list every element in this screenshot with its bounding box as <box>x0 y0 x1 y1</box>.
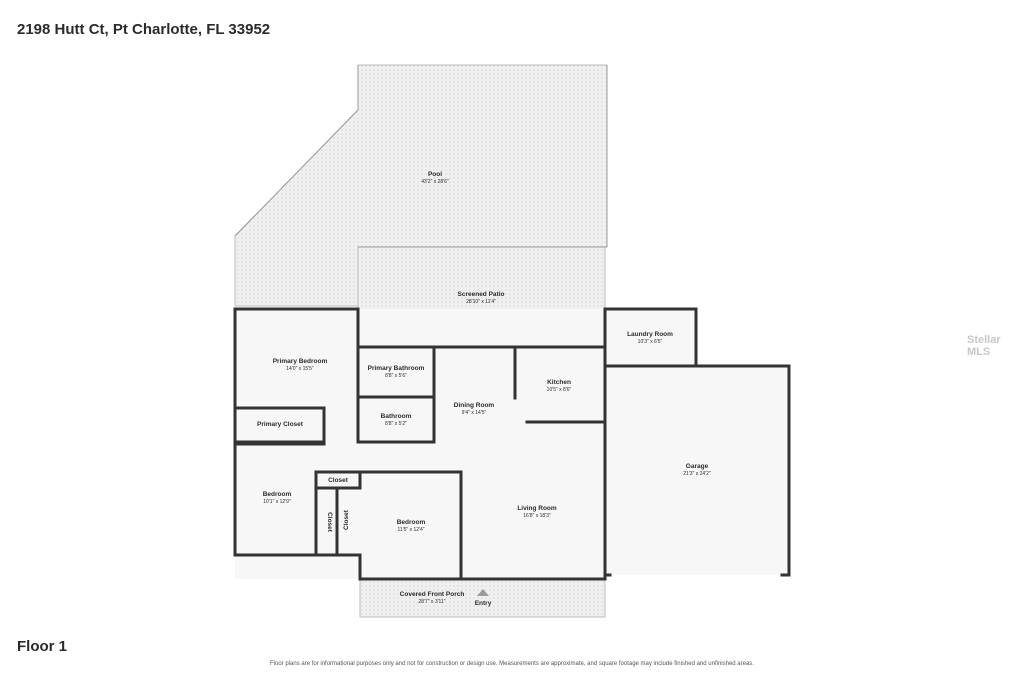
screened-patio-label: Screened Patio <box>458 291 505 298</box>
bedroom-2-dims: 11'5" x 12'4" <box>397 527 424 533</box>
primary-bedroom-label: Primary Bedroom <box>273 358 328 365</box>
walls <box>233 307 791 581</box>
primary-bathroom-label: Primary Bathroom <box>368 365 425 372</box>
dining-room-label: Dining Room <box>454 402 495 409</box>
closet-label-vertical-1: Closet <box>326 512 333 533</box>
laundry-room-dims: 10'3" x 6'5" <box>638 339 663 345</box>
bathroom-label: Bathroom <box>381 413 412 420</box>
bathroom-dims: 8'8" x 5'2" <box>385 421 407 427</box>
primary-closet-label: Primary Closet <box>257 421 304 428</box>
disclaimer: Floor plans are for informational purpos… <box>270 661 754 667</box>
porch-area <box>359 578 606 618</box>
kitchen-dims: 10'5" x 8'6" <box>547 387 572 393</box>
covered-front-porch-dims: 28'7" x 3'11" <box>418 599 445 605</box>
living-room-label: Living Room <box>517 505 557 512</box>
bedroom-1-dims: 10'1" x 12'9" <box>263 499 291 505</box>
covered-front-porch-label: Covered Front Porch <box>400 591 465 598</box>
screened-patio-dims: 28'10" x 11'4" <box>466 299 496 305</box>
garage-dims: 21'3" x 24'2" <box>683 471 711 477</box>
entry-label: Entry <box>475 600 492 607</box>
bedroom-1-label: Bedroom <box>263 491 292 498</box>
property-address: 2198 Hutt Ct, Pt Charlotte, FL 33952 <box>17 21 271 38</box>
bedroom-2-label: Bedroom <box>397 519 426 526</box>
kitchen-label: Kitchen <box>547 379 571 386</box>
closet-label-top: Closet <box>328 477 349 484</box>
living-room-dims: 16'8" x 18'3" <box>523 513 551 519</box>
closet-label-vertical-2: Closet <box>343 509 350 530</box>
garage-label: Garage <box>686 463 709 470</box>
floor-label: Floor 1 <box>17 638 68 655</box>
watermark: Stellar MLS <box>967 334 1001 358</box>
laundry-room-label: Laundry Room <box>627 331 673 338</box>
primary-bathroom-dims: 8'8" x 5'6" <box>385 373 407 379</box>
dining-room-dims: 9'4" x 14'5" <box>462 410 487 416</box>
entry-arrow <box>477 589 489 596</box>
pool-label: Pool <box>428 171 442 178</box>
pool-dims: 43'2" x 28'6" <box>421 179 449 185</box>
primary-bedroom-dims: 14'0" x 15'5" <box>286 366 314 372</box>
